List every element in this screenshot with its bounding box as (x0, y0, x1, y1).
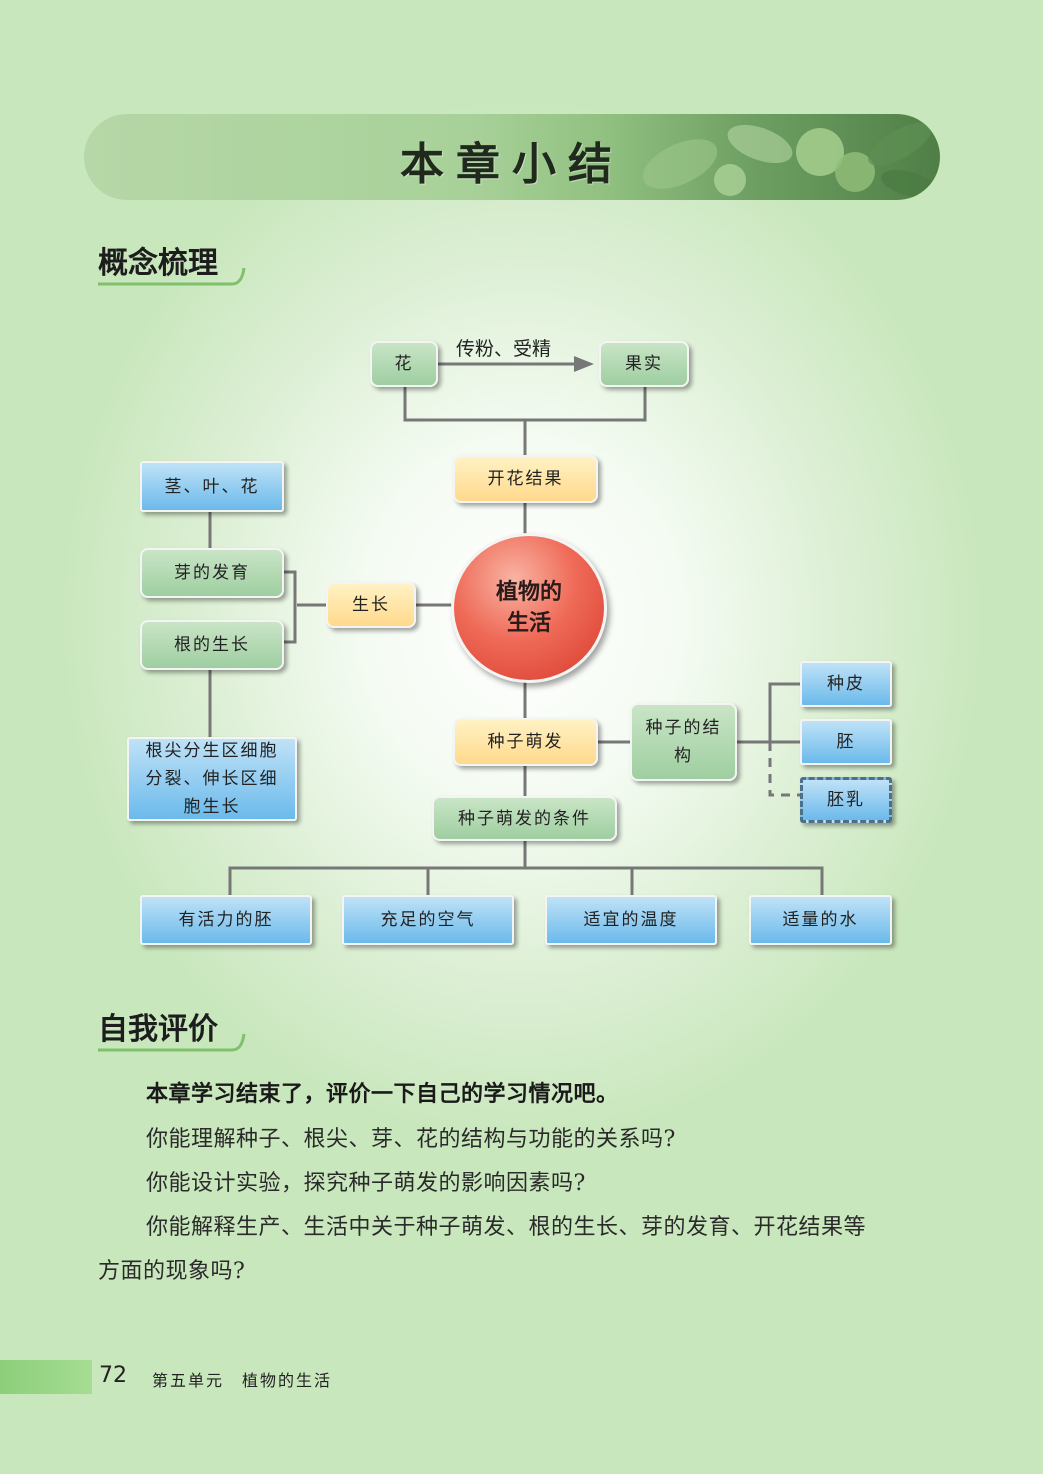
heading-underline-decoration (98, 1033, 246, 1052)
chapter-summary-title: 本章小结 (400, 139, 624, 190)
self-evaluation-question-3: 你能解释生产、生活中关于种子萌发、根的生长、芽的发育、开花结果等 (146, 1215, 867, 1240)
seed-structure-node: 种子的结构 (630, 703, 737, 781)
embryo-node: 胚 (800, 719, 892, 765)
root-tip-growth-node: 根尖分生区细胞分裂、伸长区细胞生长 (127, 737, 297, 821)
plant-life-center-node: 植物的 生活 (451, 533, 607, 683)
fruit-leaves-decoration (642, 122, 940, 198)
germination-conditions-node: 种子萌发的条件 (432, 796, 617, 841)
seed-germination-node: 种子萌发 (453, 718, 598, 766)
self-evaluation-intro: 本章学习结束了，评价一下自己的学习情况吧。 (146, 1082, 619, 1107)
seed-coat-node: 种皮 (800, 661, 892, 707)
fruit-node: 果实 (599, 341, 689, 387)
viable-embryo-node: 有活力的胚 (140, 895, 312, 945)
concept-overview-heading: 概念梳理 (98, 246, 218, 281)
endosperm-node: 胚乳 (800, 777, 892, 823)
proper-water-node: 适量的水 (749, 895, 892, 945)
self-evaluation-question-2: 你能设计实验，探究种子萌发的影响因素吗? (146, 1171, 586, 1196)
flowering-fruiting-node: 开花结果 (453, 455, 598, 503)
growth-node: 生长 (326, 582, 416, 628)
stem-leaf-flower-node: 茎、叶、花 (140, 461, 284, 512)
unit-title: 第五单元 植物的生活 (152, 1371, 333, 1390)
self-evaluation-heading: 自我评价 (98, 1012, 218, 1047)
flower-node: 花 (370, 341, 438, 387)
self-evaluation-question-3-continued: 方面的现象吗? (98, 1259, 246, 1284)
bud-development-node: 芽的发育 (140, 548, 284, 598)
page-number: 72 (99, 1363, 127, 1388)
root-growth-node: 根的生长 (140, 620, 284, 670)
concept-map-connectors (208, 356, 824, 895)
suitable-temperature-node: 适宜的温度 (545, 895, 717, 945)
self-evaluation-question-1: 你能理解种子、根尖、芽、花的结构与功能的关系吗? (146, 1127, 676, 1152)
chapter-summary-banner: 本章小结 (84, 114, 940, 200)
heading-underline-decoration (98, 267, 246, 286)
pollination-fertilization-label: 传粉、受精 (456, 338, 552, 360)
footer-accent-bar (0, 1360, 92, 1394)
enough-air-node: 充足的空气 (342, 895, 514, 945)
